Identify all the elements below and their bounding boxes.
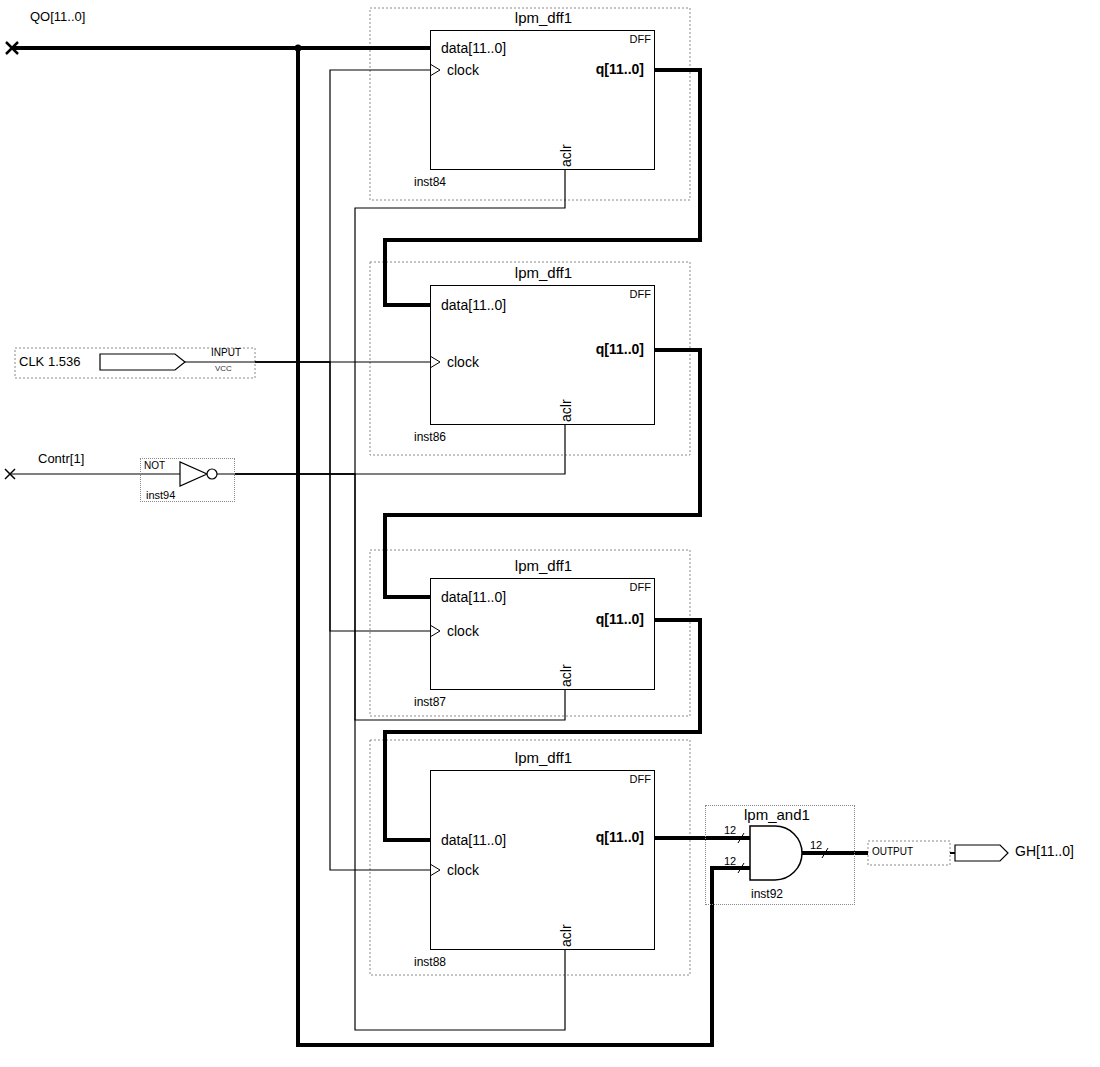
instance-frames: [15, 8, 950, 975]
net-terminals: [5, 42, 18, 479]
port-name: aclr: [559, 399, 574, 422]
port-name: data[11..0]: [441, 298, 506, 313]
block-title: lpm_dff1: [431, 265, 656, 282]
bus-wire: [385, 620, 700, 840]
bus-junction: [295, 45, 302, 52]
instance-name: inst92: [751, 888, 783, 901]
clock-symbol: [430, 64, 440, 76]
port-name: aclr: [559, 664, 574, 687]
port-name: q[11..0]: [596, 612, 644, 627]
instance-frame: [370, 262, 690, 455]
net-name: QO[11..0]: [30, 10, 85, 24]
instance-name: inst87: [414, 696, 446, 709]
bus-slash: [738, 833, 744, 843]
dff-block: lpm_dff1DFFdata[11..0]clockq[11..0]aclri…: [430, 30, 655, 170]
block-title: lpm_dff1: [431, 10, 656, 27]
block-title: lpm_dff1: [431, 558, 656, 575]
and-input-wire: [705, 836, 750, 840]
signal-wire: [235, 425, 565, 474]
pin-type: INPUT: [211, 347, 241, 358]
pin-frame: [868, 841, 950, 865]
port-name: aclr: [559, 144, 574, 167]
port-name: q[11..0]: [596, 62, 644, 77]
block-type: NOT: [144, 460, 165, 471]
contr-wire: [10, 474, 180, 475]
and-block: lpm_and1 12 12 12 inst92: [705, 805, 855, 905]
instance-frame: [370, 550, 690, 716]
qo-bus: [12, 48, 750, 1045]
block-title: lpm_dff1: [431, 750, 656, 767]
signal-wire: [235, 474, 565, 720]
signal-wire: [255, 362, 430, 870]
dff-block: lpm_dff1DFFdata[11..0]clockq[11..0]aclri…: [430, 770, 655, 950]
not-bubble: [207, 469, 217, 479]
bus-wire: [655, 836, 705, 840]
bus-wire: [385, 70, 700, 305]
dff-block: lpm_dff1DFFdata[11..0]clockq[11..0]aclri…: [430, 578, 655, 690]
port-name: data[11..0]: [441, 833, 506, 848]
block-type: DFF: [630, 288, 651, 300]
bus-wire: [855, 851, 868, 855]
port-name: clock: [447, 355, 479, 370]
instance-frame: [370, 8, 690, 200]
block-type: DFF: [630, 773, 651, 785]
port-name: data[11..0]: [441, 590, 506, 605]
and-gate-symbol: [750, 826, 802, 880]
port-name: q[11..0]: [596, 830, 644, 845]
port-name: clock: [447, 863, 479, 878]
not-gate-symbol: [180, 462, 207, 486]
output-pin: OUTPUT GH[11..0]: [868, 841, 1095, 865]
clock-symbol: [430, 864, 440, 876]
instance-name: inst84: [414, 176, 446, 189]
bus-width: 12: [724, 855, 736, 867]
block-title: lpm_and1: [744, 807, 810, 824]
dff-block: lpm_dff1DFFdata[11..0]clockq[11..0]aclri…: [430, 285, 655, 425]
pin-type: OUTPUT: [872, 846, 913, 857]
pin-frame: [15, 348, 255, 378]
pin-default: VCC: [215, 365, 232, 374]
clock-symbol: [430, 625, 440, 637]
port-name: q[11..0]: [596, 342, 644, 357]
not-output-wire: [217, 474, 235, 475]
port-name: data[11..0]: [441, 41, 506, 56]
bus-width: 12: [724, 824, 736, 836]
block-type: DFF: [630, 581, 651, 593]
instance-frame: [370, 740, 690, 975]
pin-name: CLK 1.536: [19, 355, 80, 369]
input-pin: CLK 1.536 INPUT VCC: [15, 348, 255, 378]
signal-wire: [235, 170, 565, 474]
pin-name: GH[11..0]: [1015, 844, 1074, 859]
pin-wire: [185, 362, 255, 363]
clock-symbol: [430, 356, 440, 368]
not-gate: NOT inst94: [140, 458, 235, 502]
bus-width-slashes: [738, 833, 828, 873]
bus-slash: [738, 863, 744, 873]
input-pin-symbol: [100, 354, 185, 370]
bus-width: 12: [810, 839, 822, 851]
instance-name: inst86: [414, 431, 446, 444]
signal-wire: [255, 362, 430, 631]
port-name: aclr: [559, 924, 574, 947]
port-name: clock: [447, 63, 479, 78]
block-type: DFF: [630, 33, 651, 45]
signal-wire: [255, 70, 430, 362]
bus-slash: [822, 848, 828, 858]
instance-name: inst94: [146, 489, 175, 501]
instance-name: inst88: [414, 956, 446, 969]
output-pin-symbol: [955, 845, 1008, 861]
port-name: clock: [447, 624, 479, 639]
output-wire: [950, 852, 955, 854]
net-name: Contr[1]: [38, 452, 84, 466]
and-output-wire: [802, 851, 855, 855]
